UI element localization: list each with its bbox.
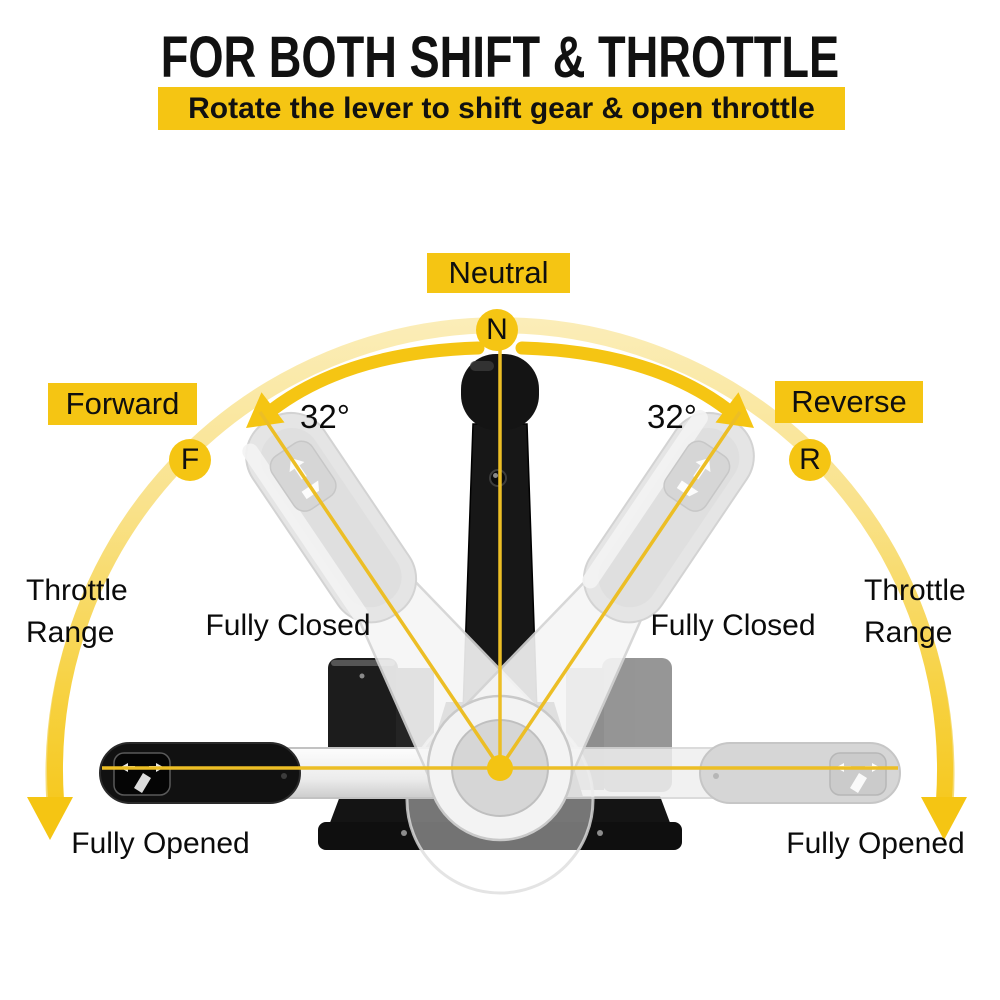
reverse-position-badge: R [789, 439, 831, 481]
lever-screw [489, 469, 507, 487]
subtitle-banner: Rotate the lever to shift gear & open th… [158, 87, 845, 130]
subtitle-text: Rotate the lever to shift gear & open th… [188, 91, 815, 125]
fully-opened-left: Fully Opened [71, 827, 250, 860]
fully-opened-right: Fully Opened [786, 827, 965, 860]
forward-label: Forward [48, 383, 197, 425]
forward-position-badge: F [169, 439, 211, 481]
lever-fully-opened-right-ghost [539, 742, 901, 804]
page-title-text: FOR BOTH SHIFT & THROTTLE [160, 25, 840, 90]
neutral-position-badge: N [476, 309, 518, 351]
shift-angle-right: 32° [647, 398, 697, 435]
trim-tilt-icon [113, 752, 171, 796]
trim-tilt-icon-ghost [829, 752, 887, 796]
page-title: FOR BOTH SHIFT & THROTTLE [0, 24, 1000, 91]
fully-closed-right: Fully Closed [650, 609, 816, 642]
arrowhead-fully-opened-left [27, 797, 73, 840]
throttle-range-left: Throttle Range [26, 574, 128, 649]
fully-closed-left: Fully Closed [205, 609, 371, 642]
neutral-label: Neutral [427, 253, 570, 293]
position-lines [102, 350, 898, 770]
shift-angle-left: 32° [300, 398, 350, 435]
throttle-range-right: Throttle Range [864, 574, 966, 649]
shift-arrow-neutral-to-forward [246, 341, 485, 428]
lever-fully-opened-left [99, 742, 461, 804]
reverse-label: Reverse [775, 381, 923, 423]
shift-arrow-neutral-to-reverse [515, 341, 754, 428]
pivot-dot [487, 755, 513, 781]
arrowhead-fully-opened-right [921, 797, 967, 840]
